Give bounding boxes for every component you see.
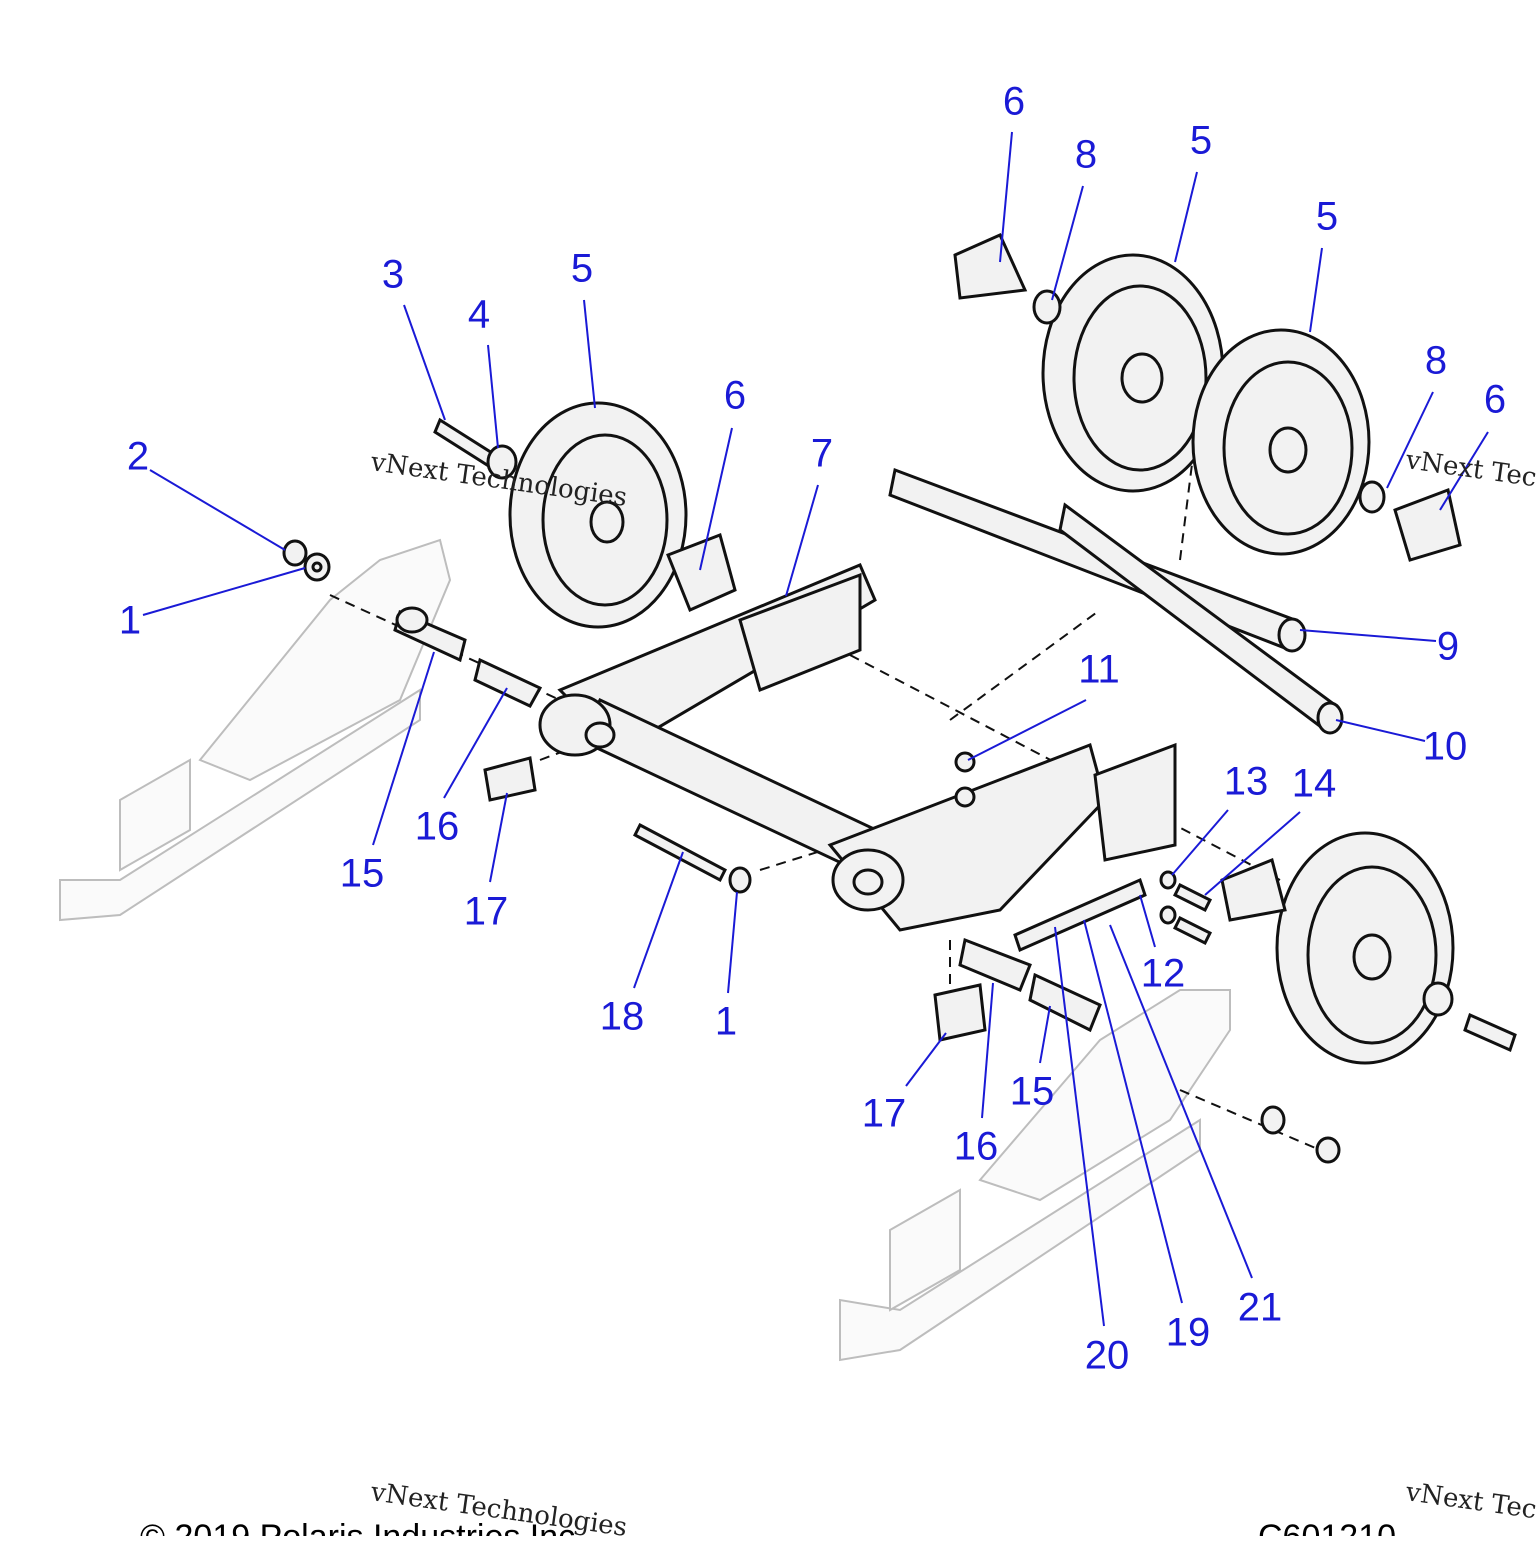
cap-6-lower bbox=[1220, 857, 1287, 922]
callout-6: 6 bbox=[1003, 80, 1025, 124]
cap-6-left bbox=[666, 533, 737, 613]
callout-12: 12 bbox=[1141, 952, 1186, 996]
wheel-upper-right-1 bbox=[1041, 253, 1225, 493]
wheel-left bbox=[508, 401, 688, 629]
callout-21: 21 bbox=[1238, 1286, 1283, 1330]
callout-17: 17 bbox=[862, 1092, 907, 1136]
hardware bbox=[282, 289, 1517, 1164]
callout-13: 13 bbox=[1224, 760, 1269, 804]
swing-arm-frame bbox=[538, 563, 1177, 932]
copyright-text: © 2019 Polaris Industries Inc. bbox=[140, 1518, 585, 1536]
right-rail-ghost bbox=[839, 989, 1231, 1362]
wheel-upper-right-2 bbox=[1191, 328, 1371, 556]
callout-16: 16 bbox=[954, 1125, 999, 1169]
wheel-lower-right bbox=[1275, 831, 1455, 1065]
callout-3: 3 bbox=[382, 253, 404, 297]
callout-9: 9 bbox=[1437, 625, 1459, 669]
callout-5: 5 bbox=[571, 247, 593, 291]
watermark-text: vNext Technologies bbox=[1403, 1477, 1536, 1536]
callout-17: 17 bbox=[464, 890, 509, 934]
callout-6: 6 bbox=[724, 374, 746, 418]
watermark: vNext Technologies bbox=[1403, 1477, 1536, 1541]
leader-lines bbox=[142, 131, 1489, 1327]
tube-10 bbox=[1058, 502, 1344, 735]
callout-1: 1 bbox=[119, 599, 141, 643]
callout-7: 7 bbox=[811, 432, 833, 476]
callout-8: 8 bbox=[1075, 133, 1097, 177]
left-rail-ghost bbox=[59, 538, 452, 922]
callout-6: 6 bbox=[1484, 378, 1506, 422]
callout-10: 10 bbox=[1423, 725, 1468, 769]
callout-15: 15 bbox=[340, 852, 385, 896]
callout-16: 16 bbox=[415, 805, 460, 849]
drawing-number: C601210 bbox=[1258, 1518, 1396, 1536]
callout-1: 1 bbox=[715, 1000, 737, 1044]
callout-20: 20 bbox=[1085, 1334, 1130, 1378]
cap-6-top bbox=[953, 233, 1028, 300]
callout-2: 2 bbox=[127, 435, 149, 479]
callout-15: 15 bbox=[1010, 1070, 1055, 1114]
callout-5: 5 bbox=[1316, 195, 1338, 239]
callout-14: 14 bbox=[1292, 762, 1337, 806]
callout-19: 19 bbox=[1166, 1311, 1211, 1355]
callout-11: 11 bbox=[1078, 648, 1120, 692]
callout-4: 4 bbox=[468, 293, 490, 337]
callout-5: 5 bbox=[1190, 119, 1212, 163]
callout-18: 18 bbox=[600, 995, 645, 1039]
callout-8: 8 bbox=[1425, 339, 1447, 383]
cap-6-right bbox=[1393, 487, 1462, 562]
